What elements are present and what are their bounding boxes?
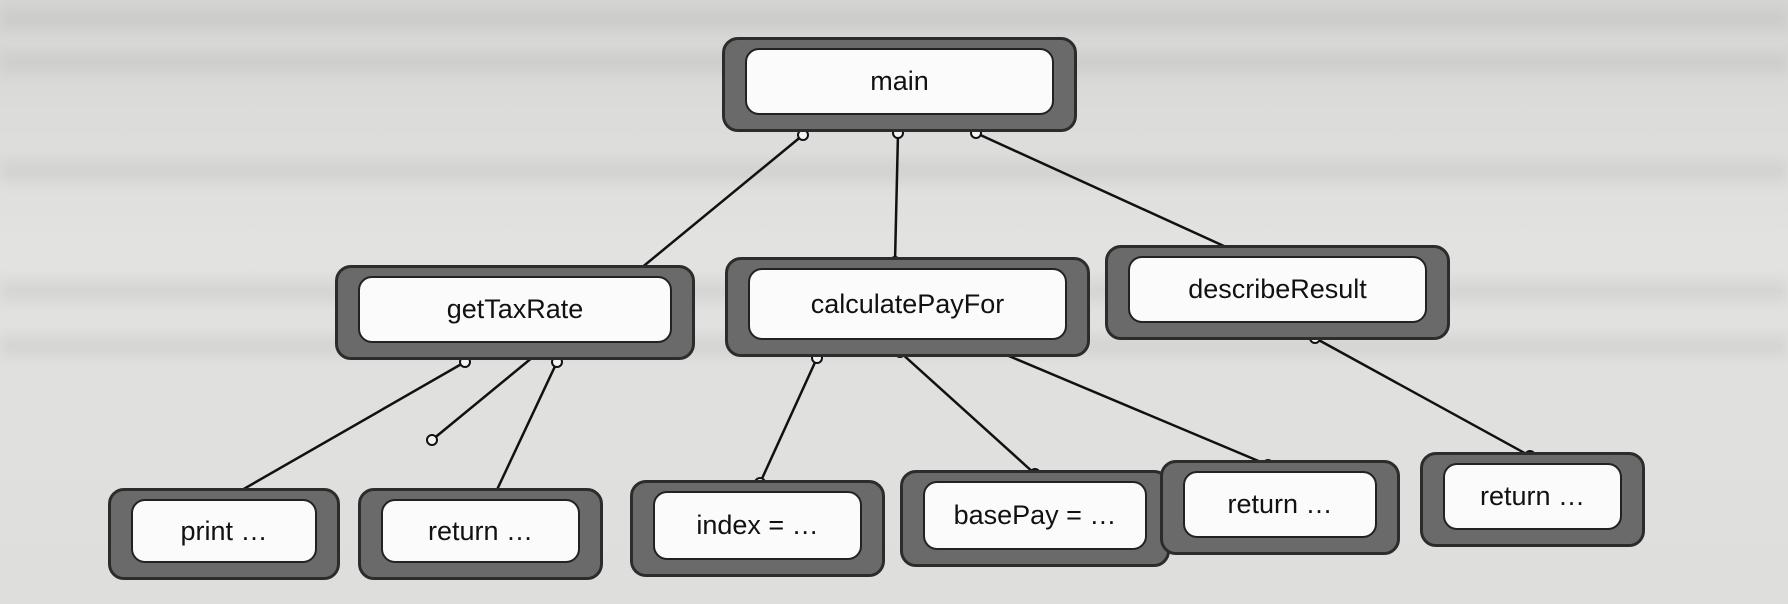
node-main: main <box>722 37 1077 132</box>
node-label: return … <box>1183 471 1377 538</box>
edge-getTaxRate-return1 <box>493 361 559 495</box>
node-return-1: return … <box>358 488 603 580</box>
node-print: print … <box>108 488 340 580</box>
node-return-2: return … <box>1160 460 1400 555</box>
node-label: calculatePayFor <box>748 268 1067 340</box>
node-index: index = … <box>630 480 885 577</box>
edge-main-describeResult <box>975 131 1238 254</box>
node-label: getTaxRate <box>358 276 672 343</box>
edge-calculatePayFor-basePay <box>899 351 1036 475</box>
node-label: return … <box>381 499 580 563</box>
edge-calculatePayFor-return2 <box>984 344 1269 467</box>
node-label: basePay = … <box>923 481 1147 550</box>
node-label: return … <box>1443 463 1622 530</box>
node-return-3: return … <box>1420 452 1645 547</box>
node-label: main <box>745 48 1054 115</box>
node-describeResult: describeResult <box>1105 245 1450 340</box>
background-text-line <box>0 160 1788 182</box>
node-label: print … <box>131 499 317 563</box>
node-label: describeResult <box>1128 256 1427 323</box>
node-getTaxRate: getTaxRate <box>335 265 695 360</box>
edge-main-calculatePayFor <box>893 132 900 263</box>
node-label: index = … <box>653 491 862 560</box>
node-basePay: basePay = … <box>900 470 1170 567</box>
node-calculatePayFor: calculatePayFor <box>725 257 1090 357</box>
edge-describeResult-return3 <box>1314 336 1531 458</box>
connector-dot <box>426 434 438 446</box>
edge-getTaxRate-print <box>227 360 466 500</box>
background-text-line <box>0 8 1788 30</box>
edge-calculatePayFor-index <box>758 357 819 484</box>
